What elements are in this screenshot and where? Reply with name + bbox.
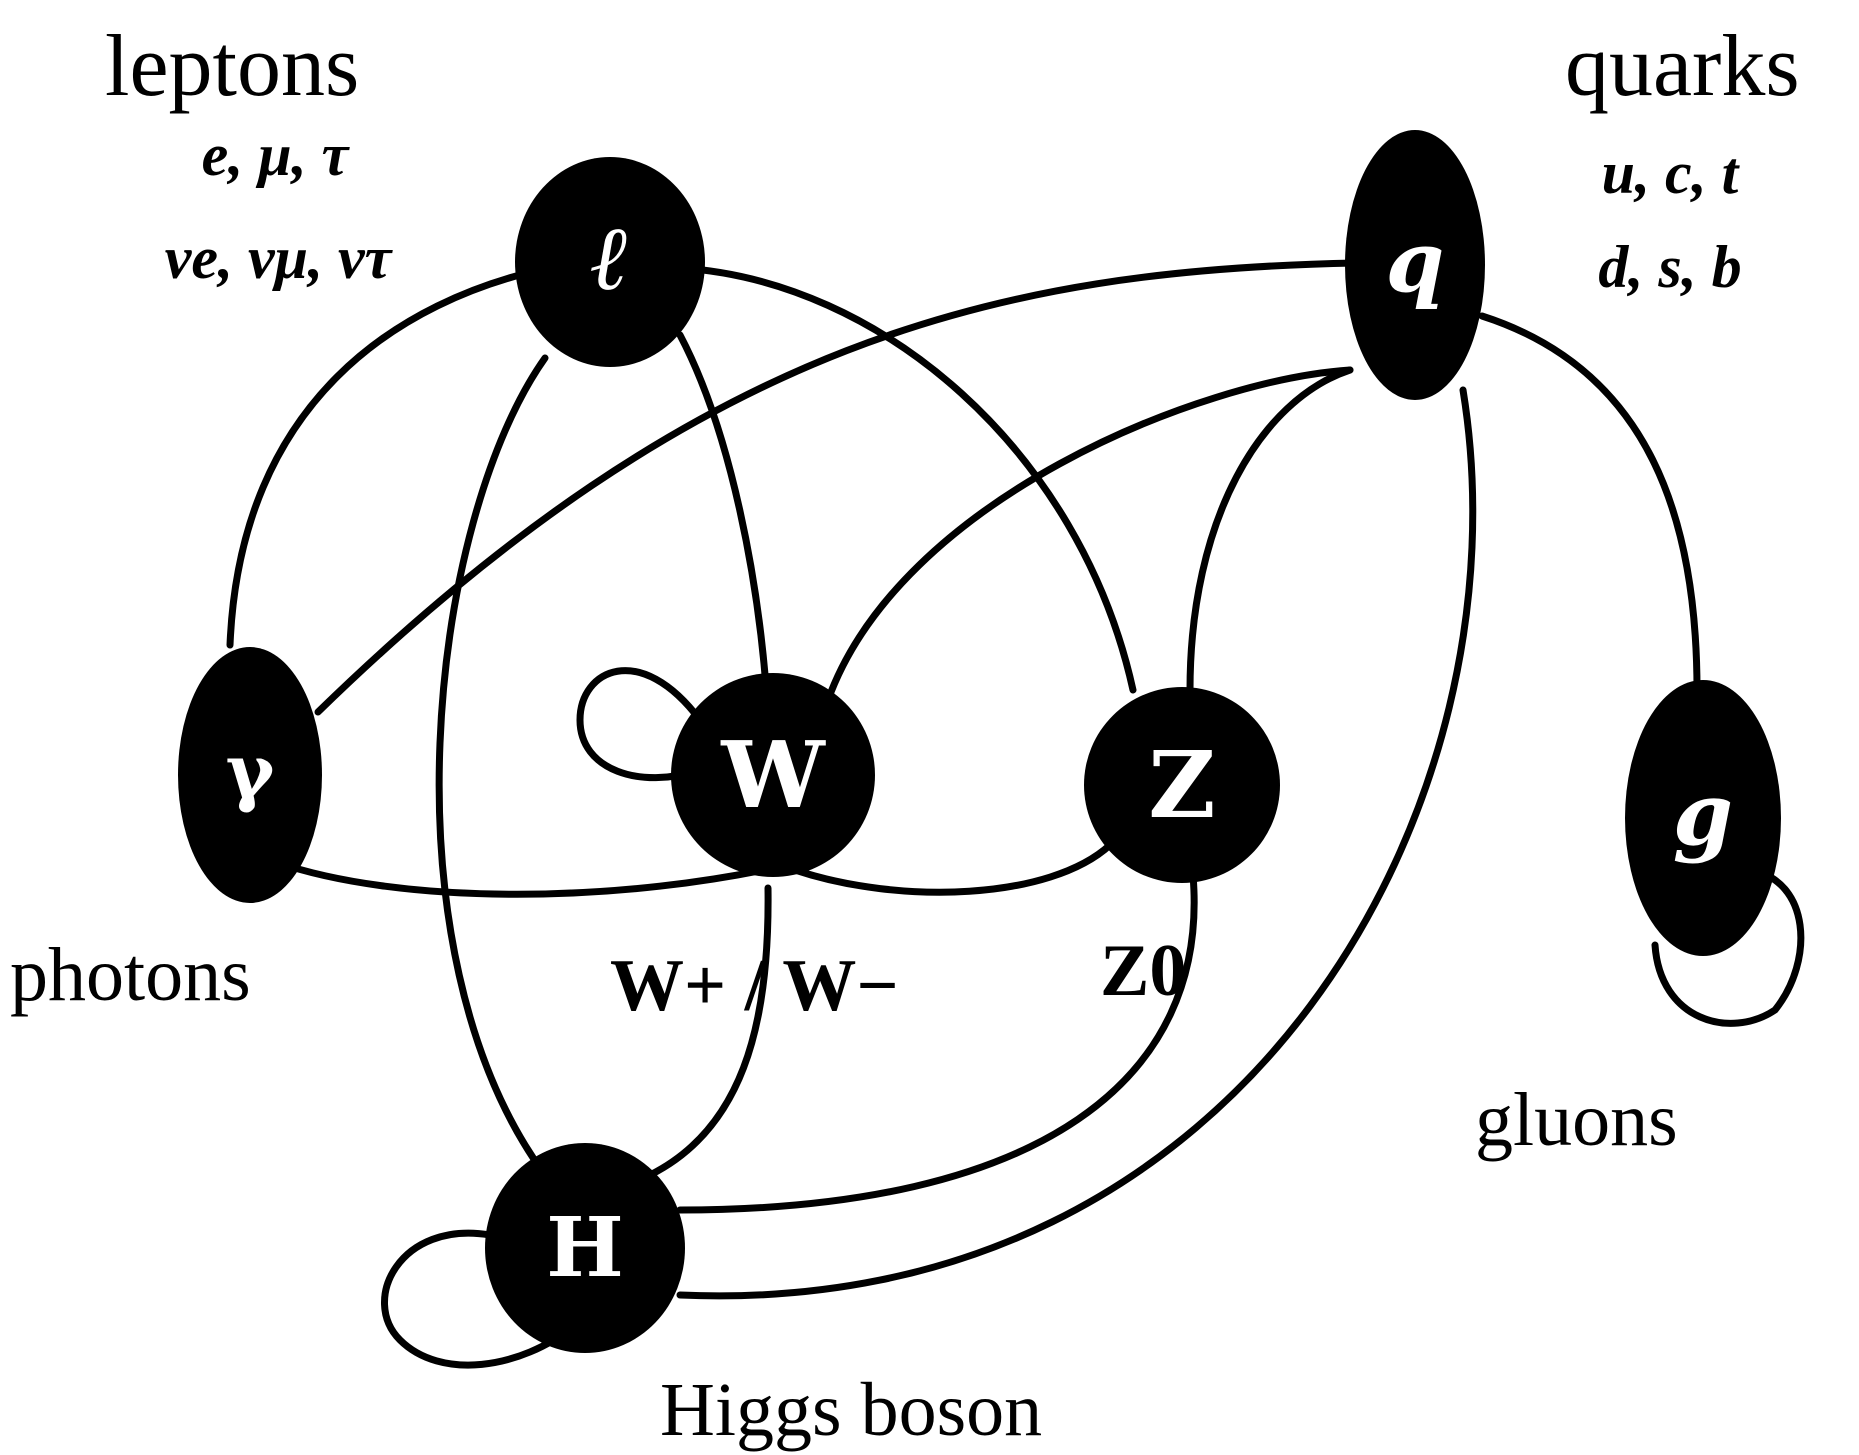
node-z-symbol: Z xyxy=(1148,731,1215,839)
quarks-title: quarks xyxy=(1565,18,1800,115)
node-higgs-symbol: H xyxy=(546,1200,623,1296)
quarks-down-list: d, s, b xyxy=(1598,234,1741,300)
edges xyxy=(226,259,1805,1369)
z-boson-label: Z0 xyxy=(1100,930,1186,1012)
edge-quark-z xyxy=(1186,366,1354,694)
photons-label: photons xyxy=(10,933,251,1017)
edge-w-selfloop xyxy=(576,667,704,782)
node-w-symbol: W xyxy=(720,721,826,829)
edge-lepton-z xyxy=(676,264,1137,694)
node-gluon: g xyxy=(1625,680,1781,956)
node-quark-symbol: q xyxy=(1386,213,1445,312)
node-lepton-symbol: ℓ xyxy=(591,205,629,311)
edge-lepton-w xyxy=(676,331,772,719)
edge-w-higgs xyxy=(646,884,772,1179)
edge-photon-w xyxy=(272,858,804,898)
edge-quark-photon xyxy=(314,259,1359,716)
node-z: Z xyxy=(1084,687,1280,883)
node-lepton: ℓ xyxy=(515,157,705,367)
edge-quark-w xyxy=(824,366,1354,704)
edge-quark-gluon xyxy=(1478,312,1701,694)
node-photon-symbol: γ xyxy=(226,729,276,815)
edge-lepton-higgs xyxy=(435,354,549,1179)
edge-gluon-selfloop xyxy=(1651,866,1805,1027)
node-photon: γ xyxy=(178,647,322,903)
leptons-charged-list: e, μ, τ xyxy=(202,122,351,188)
edge-z-higgs xyxy=(676,871,1198,1214)
leptons-neutrino-list: νe, νμ, ντ xyxy=(165,225,394,291)
gluons-label: gluons xyxy=(1475,1078,1678,1162)
node-gluon-symbol: g xyxy=(1673,765,1733,866)
edge-higgs-selfloop xyxy=(381,1229,579,1369)
node-higgs: H xyxy=(485,1143,685,1353)
quarks-up-list: u, c, t xyxy=(1602,140,1741,206)
leptons-title: leptons xyxy=(105,18,359,115)
node-quark: q xyxy=(1345,130,1485,400)
edge-quark-higgs xyxy=(676,386,1477,1300)
edge-w-z xyxy=(791,841,1114,896)
edge-lepton-photon xyxy=(226,264,552,649)
higgs-label: Higgs boson xyxy=(660,1368,1042,1452)
w-boson-label: W+ / W− xyxy=(610,945,899,1027)
node-w: W xyxy=(671,673,875,877)
